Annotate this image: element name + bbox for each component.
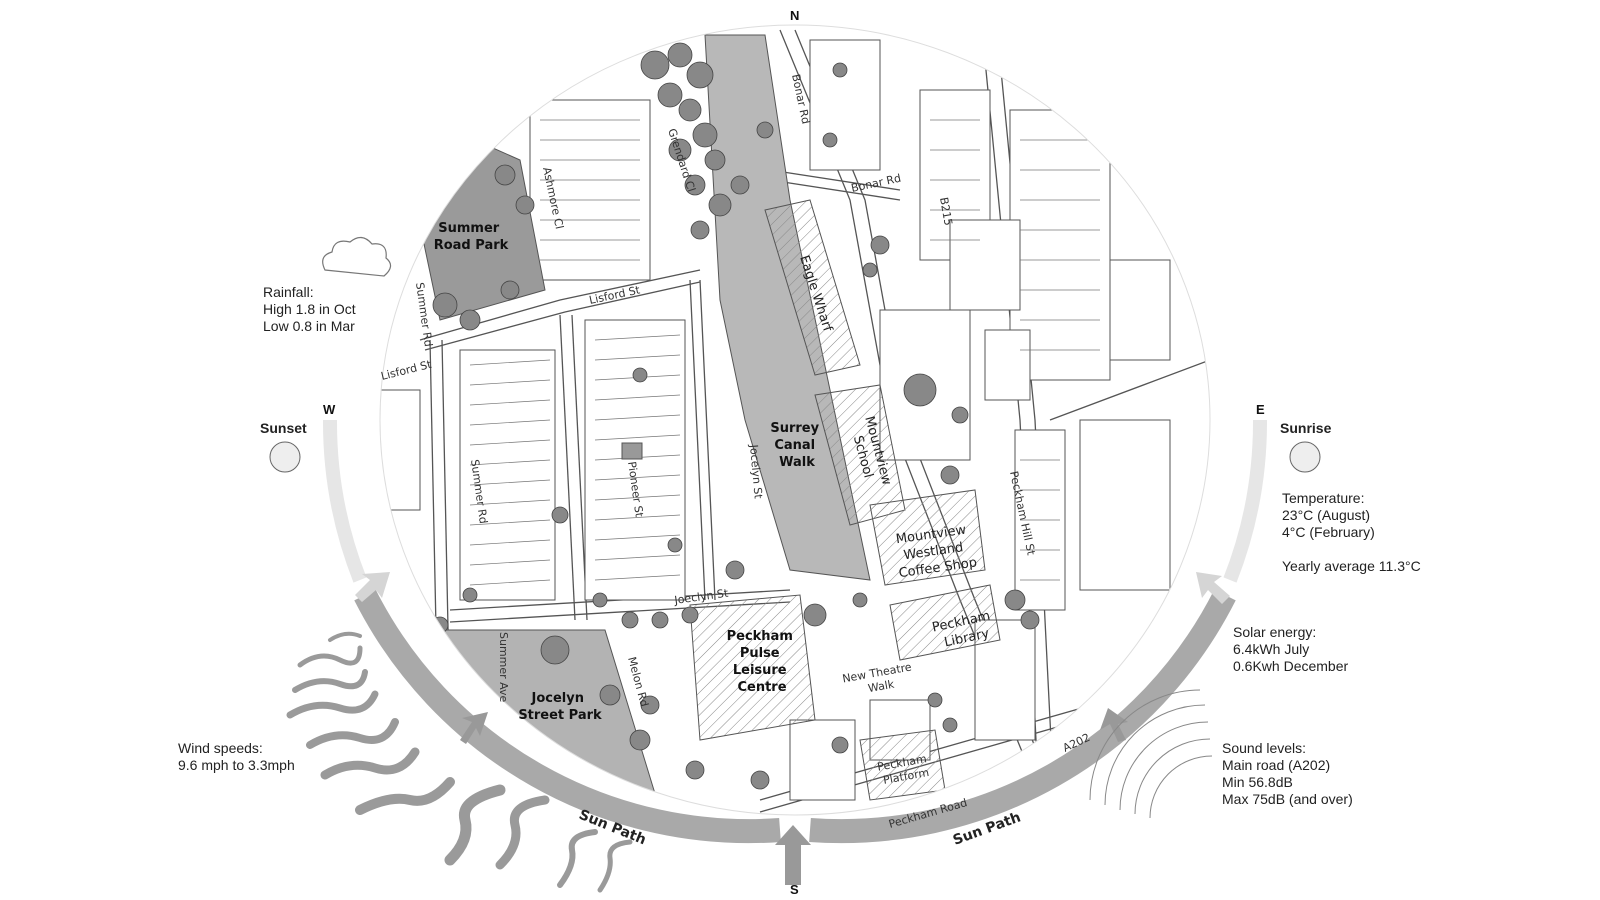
sunset-label: Sunset	[260, 420, 307, 436]
sun-path-arc-left	[354, 589, 781, 844]
solar-energy-note: Solar energy: 6.4kWh July 0.6Kwh Decembe…	[1233, 624, 1349, 674]
peckham-pulse-building	[689, 594, 816, 741]
label-jocelyn-street-park: Jocelyn Street Park	[518, 691, 602, 723]
sun-path-arc-right	[809, 589, 1236, 844]
sunrise-sun-icon	[1289, 441, 1321, 473]
label-summer-ave: Summer Ave	[497, 632, 510, 703]
label-peckham-pulse: Peckham Pulse Leisure Centre	[727, 629, 798, 695]
label-jocelyn-st-vertical: Jocelyn St	[747, 443, 765, 500]
compass-north: N	[790, 8, 800, 23]
sound-waves-icon	[1089, 689, 1213, 819]
compass-east: E	[1256, 402, 1265, 417]
mountview-westland-building	[869, 489, 986, 586]
sun-path-faint-left	[322, 419, 367, 583]
sunset-sun-icon	[269, 441, 301, 473]
sun-path-faint-right	[1223, 419, 1268, 583]
label-surrey-canal-walk: Surrey Canal Walk	[770, 421, 823, 470]
compass-south: S	[790, 882, 799, 897]
temperature-note: Temperature: 23°C (August) 4°C (February…	[1282, 490, 1421, 574]
rainfall-note: Rainfall: High 1.8 in Oct Low 0.8 in Mar	[263, 284, 356, 334]
rain-cloud-icon	[322, 236, 392, 277]
map-base	[380, 25, 1210, 815]
sound-levels-note: Sound levels: Main road (A202) Min 56.8d…	[1222, 740, 1353, 807]
label-b215: B215	[937, 196, 955, 226]
compass-west: W	[323, 402, 336, 417]
label-summer-road-park: Summer Road Park	[434, 221, 509, 253]
tree-icons	[431, 42, 1040, 790]
sun-path-arrows	[355, 572, 1230, 885]
wind-arrows-icon	[286, 631, 633, 893]
sunrise-label: Sunrise	[1280, 420, 1332, 436]
eagle-wharf-building	[764, 199, 861, 376]
peckham-library-building	[889, 584, 1001, 661]
wind-speeds-note: Wind speeds: 9.6 mph to 3.3mph	[178, 740, 295, 773]
